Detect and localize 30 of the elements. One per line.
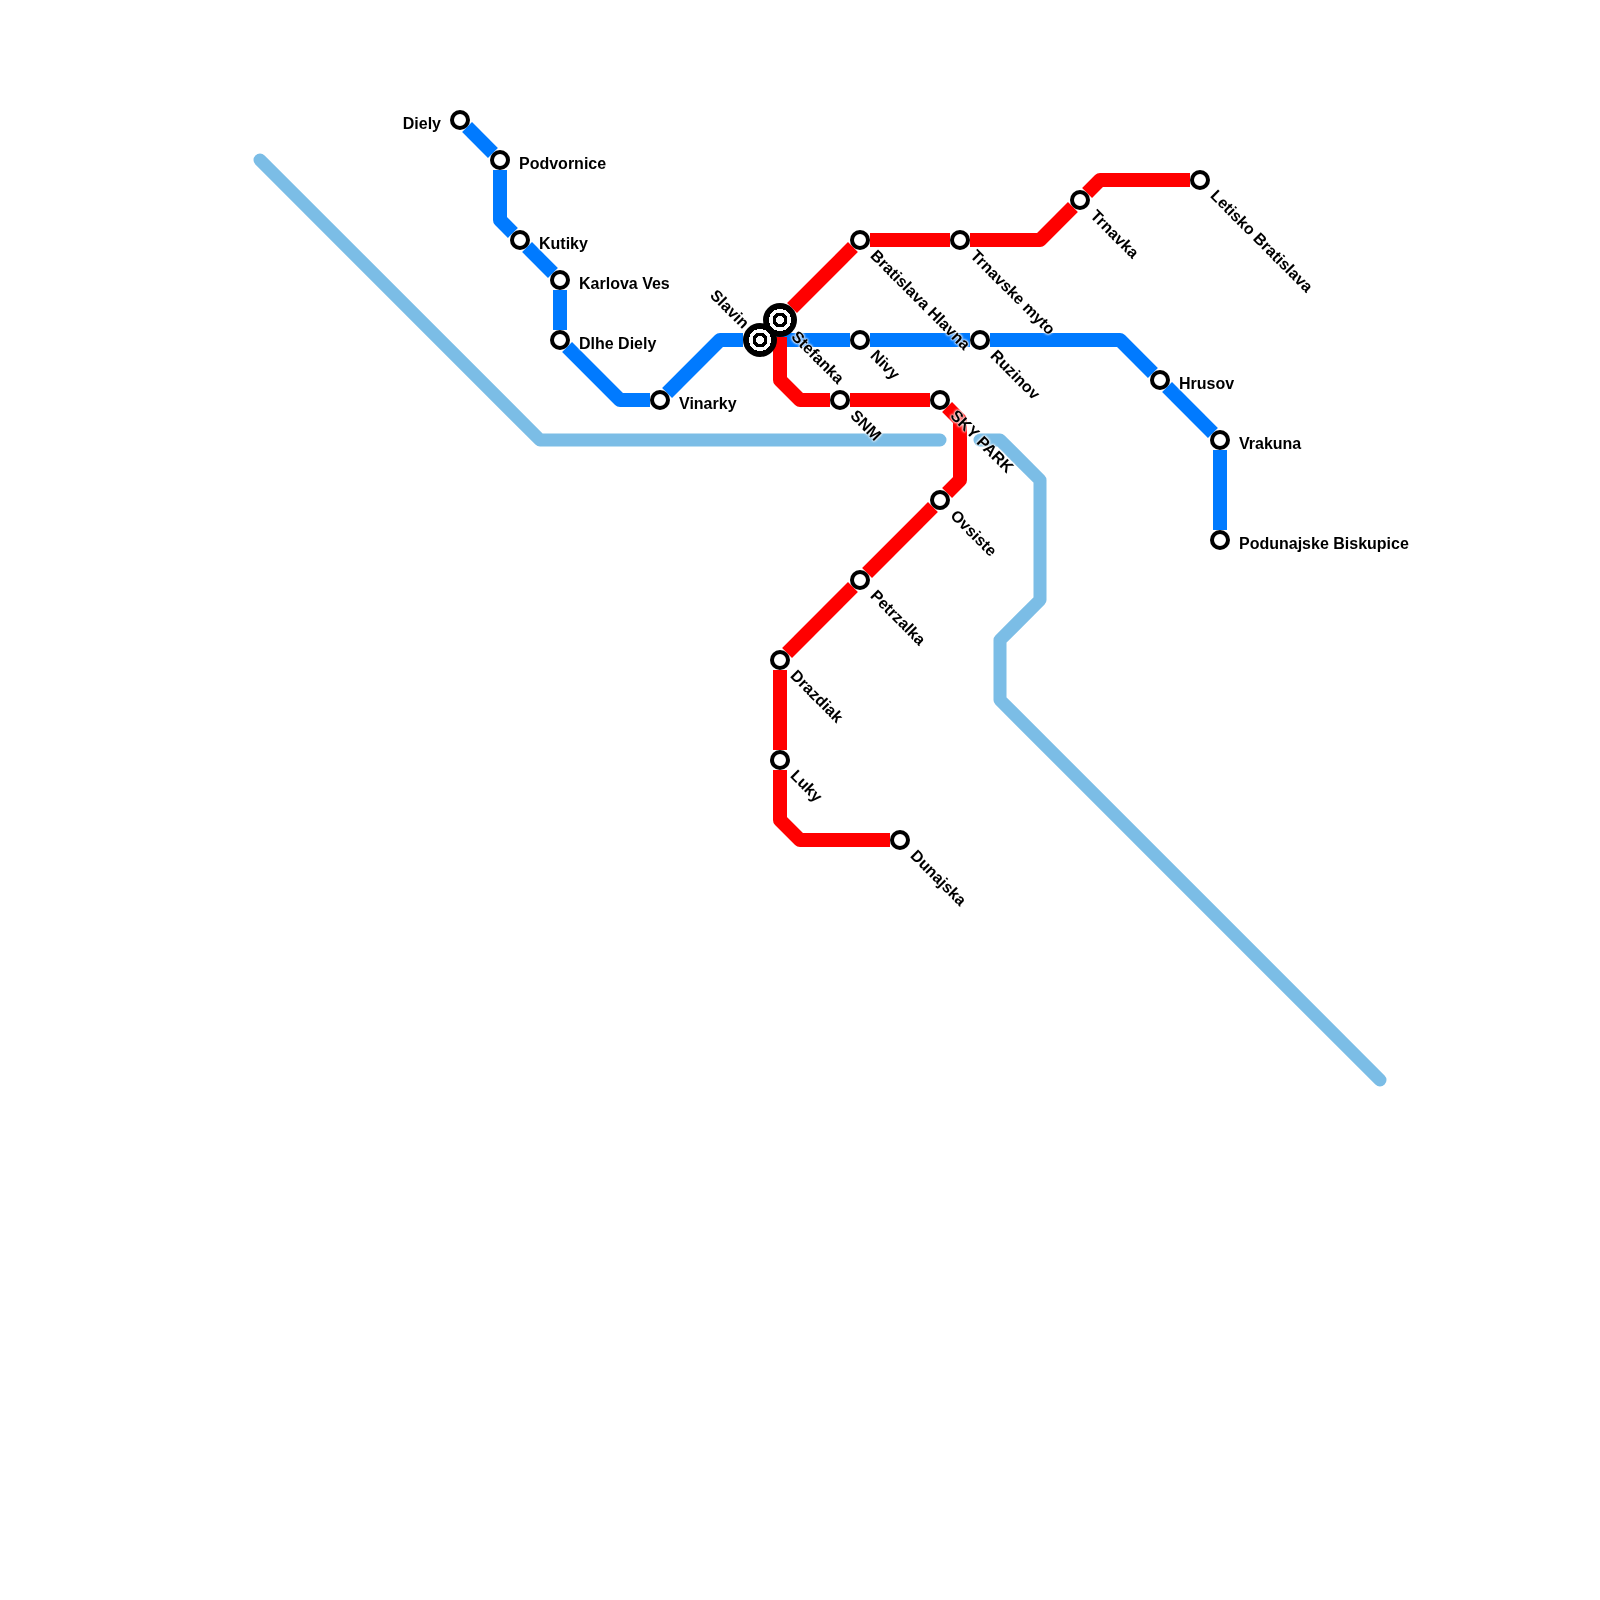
metro-line xyxy=(850,393,930,407)
station-name: Vinarky xyxy=(679,394,737,414)
metro-line xyxy=(662,333,743,398)
station-name: Karlova Ves xyxy=(579,274,670,294)
metro-line xyxy=(522,242,558,278)
metro-line xyxy=(870,333,970,347)
metro-line xyxy=(870,233,950,247)
metro-line xyxy=(942,402,967,498)
metro-line xyxy=(773,670,787,750)
metro-line xyxy=(862,502,938,578)
station-name: Podvornice xyxy=(519,154,607,174)
station-name: Kutiky xyxy=(539,234,588,254)
station-name: Hrusov xyxy=(1179,374,1235,394)
metro-line xyxy=(462,122,498,158)
station-name: Podunajske Biskupice xyxy=(1239,534,1409,554)
metro-line xyxy=(773,770,890,847)
metro-line xyxy=(493,170,518,238)
metro-line xyxy=(970,202,1078,247)
station-name: Diely xyxy=(402,114,441,134)
station-name: Dlhe Diely xyxy=(579,334,657,354)
metro-line xyxy=(1082,173,1190,198)
metro-line xyxy=(562,342,650,407)
station-name: Vrakuna xyxy=(1239,434,1302,454)
metro-line xyxy=(773,337,830,407)
metro-line xyxy=(1162,382,1218,438)
metro-line xyxy=(553,290,567,330)
metro-line xyxy=(782,582,858,658)
metro-line xyxy=(1213,450,1227,530)
metro-line xyxy=(990,333,1158,378)
metro-line xyxy=(787,242,858,313)
